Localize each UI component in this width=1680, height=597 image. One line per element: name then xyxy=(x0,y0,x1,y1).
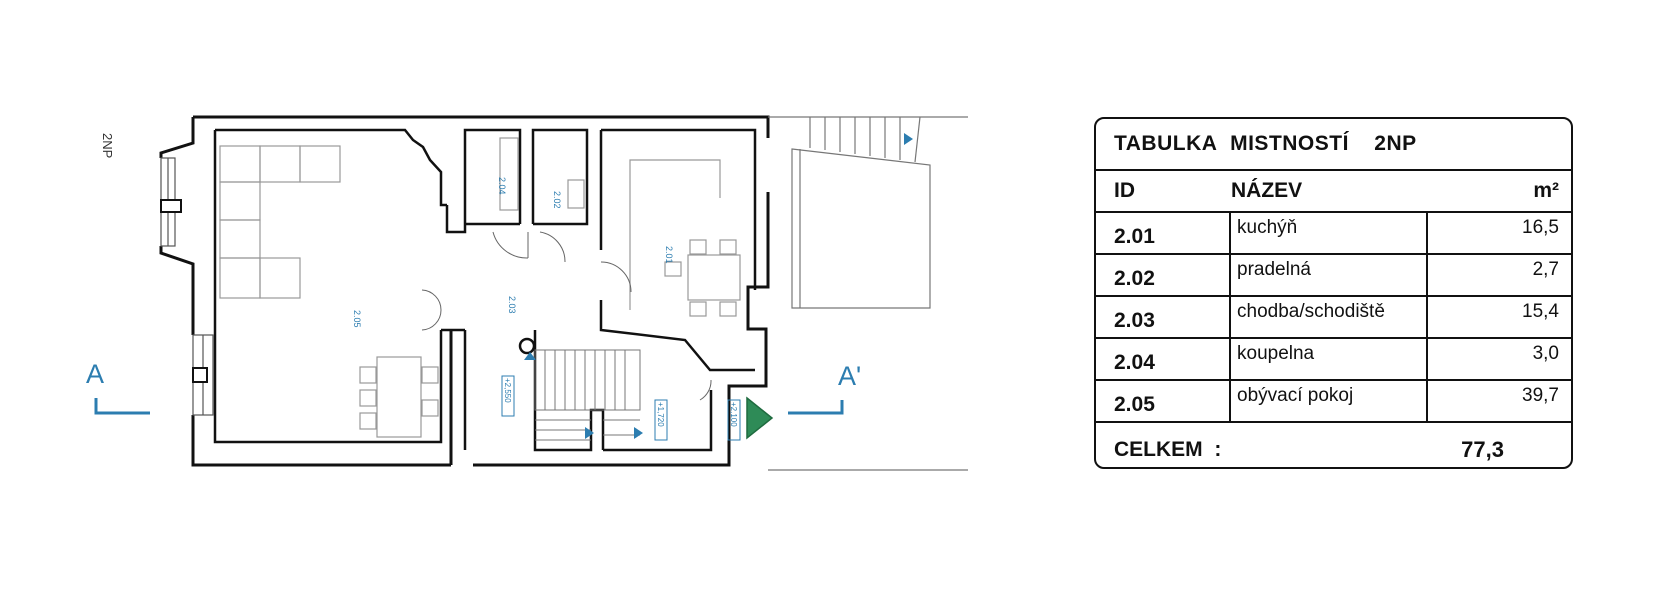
kitchen-furniture xyxy=(499,137,741,317)
terrace xyxy=(768,116,968,471)
section-mark-left xyxy=(94,398,150,415)
room-label-2.02: 2.02 xyxy=(552,191,562,209)
inner-walls xyxy=(213,128,757,452)
table-row: 2.05 obývací pokoj 39,7 xyxy=(1096,381,1571,423)
row-name: koupelna xyxy=(1231,339,1428,379)
table-row: 2.04 koupelna 3,0 xyxy=(1096,339,1571,381)
header-unit: m² xyxy=(1533,179,1559,202)
table-row: 2.03 chodba/schodiště 15,4 xyxy=(1096,297,1571,339)
total-label: CELKEM : xyxy=(1114,438,1222,461)
terrace-arrow xyxy=(904,133,913,145)
column xyxy=(518,337,536,355)
section-label-left: A xyxy=(86,359,104,389)
table-total: CELKEM : 77,3 xyxy=(1096,423,1571,467)
room-label-2.05: 2.05 xyxy=(352,310,362,328)
level-label-2: +1,720 xyxy=(656,402,665,427)
level-markers xyxy=(501,375,741,441)
row-area: 15,4 xyxy=(1522,301,1559,322)
row-name: obývací pokoj xyxy=(1231,381,1428,421)
room-label-2.03: 2.03 xyxy=(507,296,517,314)
row-name: kuchýň xyxy=(1231,213,1428,253)
sofa xyxy=(219,145,341,299)
row-id: 2.03 xyxy=(1096,297,1231,337)
row-name: pradelná xyxy=(1231,255,1428,295)
table-title-word-3: 2NP xyxy=(1374,132,1417,155)
header-id: ID xyxy=(1114,179,1135,202)
dining-table-living xyxy=(359,356,439,438)
row-id: 2.02 xyxy=(1096,255,1231,295)
stairs xyxy=(534,349,641,441)
row-area: 16,5 xyxy=(1522,217,1559,238)
row-id: 2.05 xyxy=(1096,381,1231,421)
entrance-arrow xyxy=(746,396,774,440)
room-label-2.04: 2.04 xyxy=(497,177,507,195)
header-name: NÁZEV xyxy=(1231,179,1303,202)
window-left xyxy=(160,157,214,416)
room-table: TABULKA MISTNOSTÍ 2NP ID NÁZEV m² 2.01 k… xyxy=(1094,117,1573,469)
table-title-word-2: MISTNOSTÍ xyxy=(1230,132,1349,155)
total-value: 77,3 xyxy=(1461,437,1504,462)
row-area: 39,7 xyxy=(1522,385,1559,406)
floor-plan-drawing: 2NP xyxy=(86,115,968,471)
row-id: 2.04 xyxy=(1096,339,1231,379)
table-row: 2.01 kuchýň 16,5 xyxy=(1096,213,1571,255)
stair-arrows xyxy=(524,352,643,439)
row-area: 2,7 xyxy=(1532,259,1559,280)
level-label-3: +2,100 xyxy=(729,402,738,427)
doors xyxy=(421,231,712,401)
row-name: chodba/schodiště xyxy=(1231,297,1428,337)
table-header: ID NÁZEV m² xyxy=(1096,171,1571,213)
row-id: 2.01 xyxy=(1096,213,1231,253)
section-label-right: A' xyxy=(838,361,861,391)
row-area: 3,0 xyxy=(1532,343,1559,364)
table-title-word-1: TABULKA xyxy=(1114,132,1218,155)
table-title: TABULKA MISTNOSTÍ 2NP xyxy=(1096,119,1571,171)
section-mark-right xyxy=(788,400,844,415)
floor-label: 2NP xyxy=(100,133,115,158)
level-label-1: +2,550 xyxy=(503,378,512,403)
table-row: 2.02 pradelná 2,7 xyxy=(1096,255,1571,297)
room-label-2.01: 2.01 xyxy=(664,246,674,264)
